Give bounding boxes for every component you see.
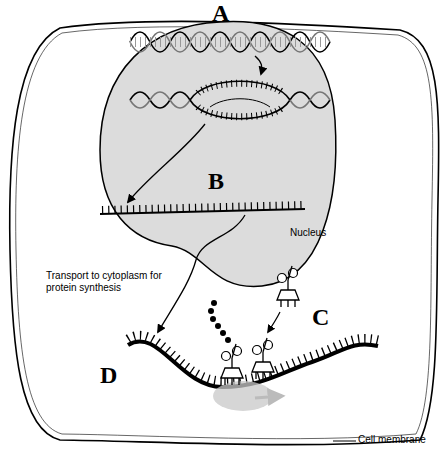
amino-acid-chain [208, 300, 231, 343]
trna-arrow [268, 312, 280, 332]
process-arrow [255, 56, 262, 74]
trna [277, 266, 299, 307]
region-label: Nucleus [290, 227, 326, 239]
process-note: Transport to cytoplasm for protein synth… [46, 270, 178, 293]
part-letter: D [100, 362, 117, 390]
dna-helix [130, 32, 330, 52]
ribosome-arrow [255, 396, 282, 398]
part-label: Cell membrane [358, 434, 426, 446]
trna [221, 344, 243, 385]
cell-outline [10, 21, 439, 444]
part-letter: A [212, 0, 229, 28]
part-letter: C [312, 304, 329, 332]
transcription-bubble [130, 81, 330, 119]
leader-line [333, 441, 356, 442]
mrna-translation [128, 335, 378, 387]
process-arrow [128, 124, 205, 202]
part-letter: B [208, 168, 224, 196]
mrna-strand [100, 205, 305, 214]
transport-arrow [158, 215, 245, 332]
trna [252, 338, 274, 379]
nucleus-outline [100, 22, 336, 287]
